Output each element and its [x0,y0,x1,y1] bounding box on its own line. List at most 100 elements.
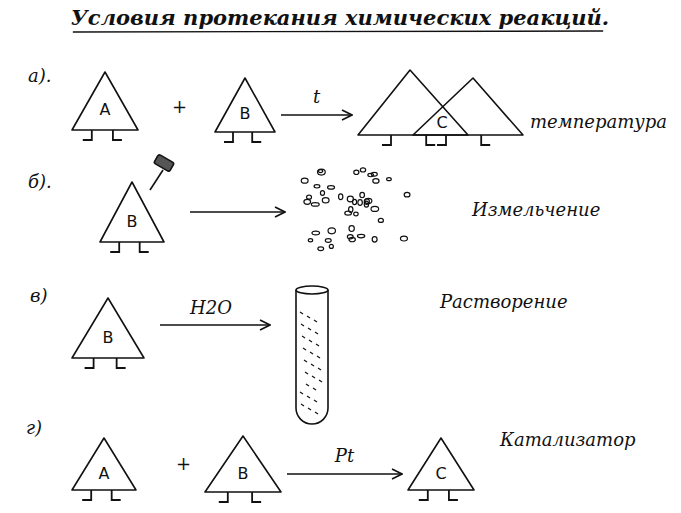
hammer-icon [150,154,174,190]
liquid-stroke [301,324,304,326]
liquid-stroke [314,320,317,322]
triangle-outline [358,68,526,147]
substance-letter: B [127,214,138,230]
triangle-body [72,72,138,130]
substance-figure: B [72,298,144,370]
plus-sign: + [172,97,187,117]
particle [378,218,383,222]
liquid-stroke [307,316,310,318]
process-arrow [190,211,285,213]
figure-feet [382,135,435,145]
figure-feet [224,132,261,142]
item-marker: а). [28,66,51,86]
process-arrow [160,324,270,326]
condition-name: Катализатор [500,430,636,450]
condition-name: температура [530,112,667,132]
particle [368,173,374,176]
figure-feet [110,242,148,252]
particle [373,179,379,183]
particle [304,199,311,204]
substance-letter: C [435,466,446,482]
substance-figure: A [72,438,136,502]
item-marker: г) [26,418,42,438]
particle [345,211,352,215]
condition-label: t [311,87,322,107]
particle [328,228,335,234]
liquid-stroke [316,344,319,346]
substance-figure: B [205,436,281,504]
particle [347,196,353,202]
condition-name: Измельчение [472,200,600,220]
liquid-stroke [302,336,305,338]
figure-feet [437,135,490,145]
substance-letter: A [99,466,110,482]
substance-letter: B [103,330,114,346]
liquid-stroke [308,328,311,330]
liquid-stroke [315,412,318,414]
test-tube [296,286,328,424]
particle [328,186,335,189]
substance-figure: C [408,438,474,502]
particle [318,247,324,251]
substance-figure: A [72,72,138,144]
particle [307,195,312,199]
reaction-arrow [287,473,402,475]
triangle-body [358,70,468,135]
triangle-body [408,438,474,490]
liquid-stroke [315,332,318,334]
triangle-body [100,182,164,242]
liquid-stroke [300,312,303,314]
particle [364,201,368,207]
particle [349,237,355,241]
liquid-stroke [307,396,310,398]
figure-feet [83,130,122,140]
particle [349,226,354,232]
powder-particles [301,168,410,251]
figure-feet [219,492,261,502]
triangle-body [72,298,144,358]
substance-letter: A [100,102,111,118]
liquid-stroke [318,368,321,370]
substance-figure: C [358,68,526,147]
liquid-stroke [311,364,314,366]
triangle-body [72,438,136,490]
substance-letter: B [240,106,251,122]
condition-name: Растворение [440,292,568,312]
particle [354,170,359,174]
liquid-stroke [312,376,315,378]
condition-label: Pt [333,446,356,466]
particle [322,198,329,203]
particle [372,237,377,242]
particle [358,200,362,206]
substance-figure: B [215,78,275,144]
triangle-body [215,78,275,132]
particle [325,239,331,243]
particle [387,178,392,181]
plus-sign: + [176,454,191,474]
liquid-stroke [300,392,303,394]
particle [301,178,308,183]
substance-letter: C [436,115,447,131]
particle [357,234,364,237]
figure-feet [82,490,120,500]
particle [308,239,312,242]
particle [311,203,319,207]
liquid-stroke [314,400,317,402]
figure-feet [419,490,458,500]
liquid-stroke [317,356,320,358]
reagent-label: H2O [190,298,232,318]
liquid-stroke [319,380,322,382]
particle [312,231,320,235]
particle [360,192,365,197]
liquid-stroke [308,408,311,410]
particle [400,236,407,241]
particle [329,244,333,248]
title-underline [73,31,603,32]
particle [318,169,326,175]
particle [360,168,365,172]
liquid-stroke [304,360,307,362]
triangle-body [413,78,523,135]
particle [318,170,322,173]
figure-feet [85,358,126,368]
particle [354,212,358,216]
